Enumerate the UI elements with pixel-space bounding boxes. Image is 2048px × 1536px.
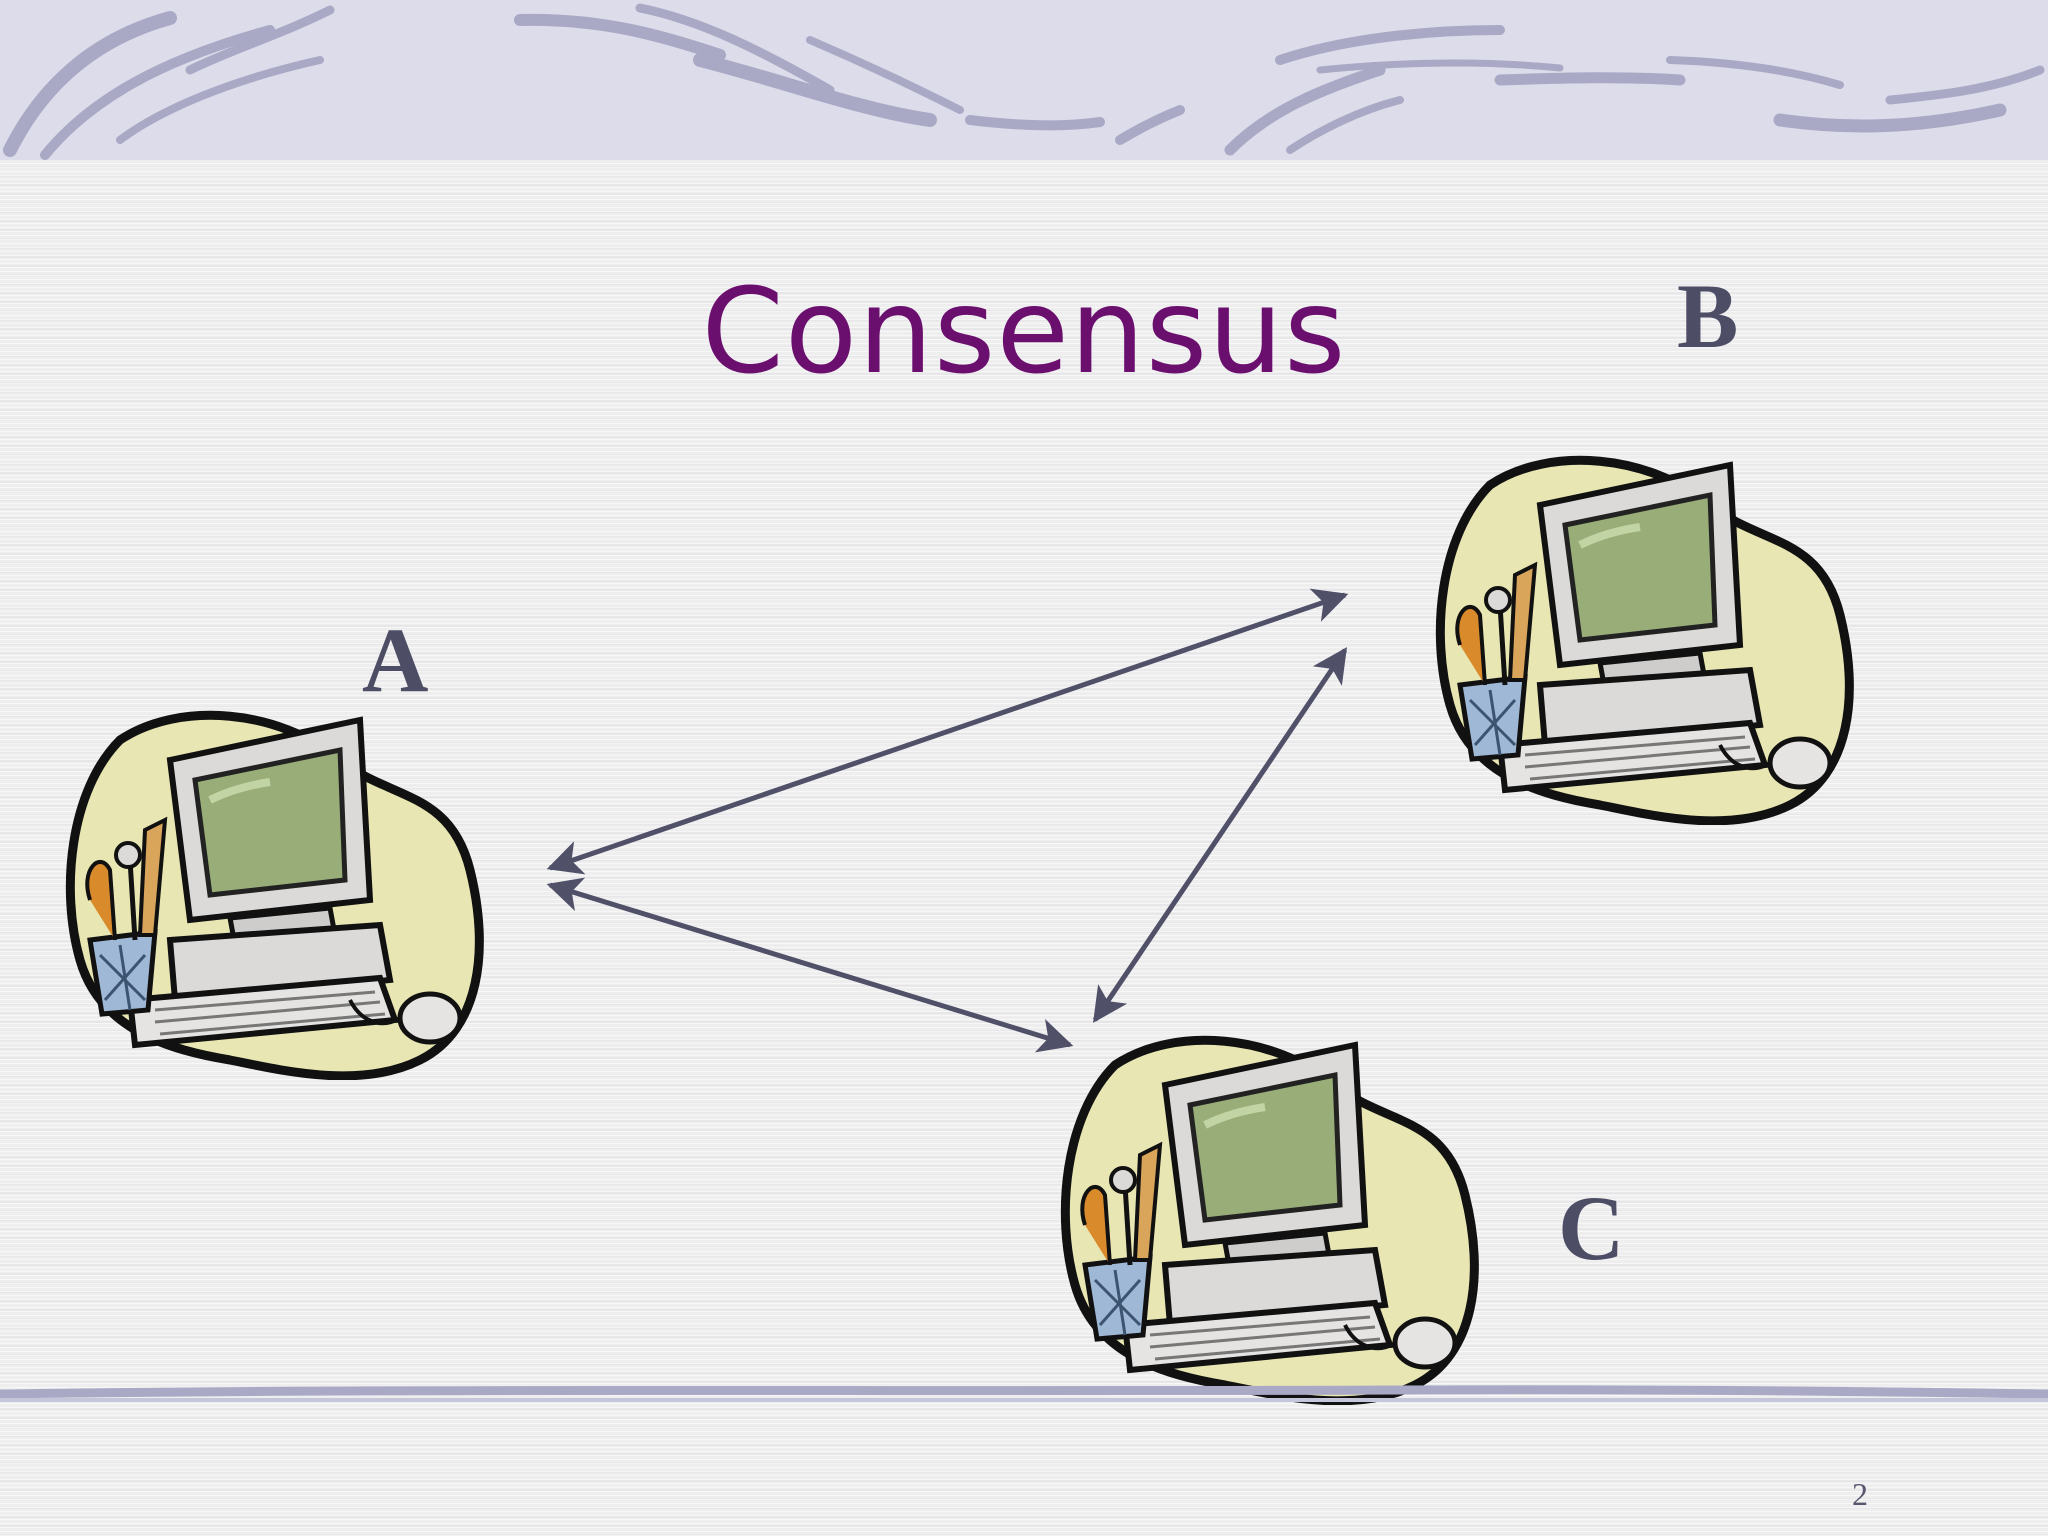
header-band [0,0,2048,160]
edge-a-b [546,588,1349,875]
computer-icon [60,700,500,1080]
edge-a-c [546,877,1074,1053]
footer-rule [0,1385,2048,1402]
page-number: 2 [1852,1476,1868,1512]
edge-b-c [1092,647,1348,1023]
slide-title: Consensus [701,262,1347,400]
computer-icon [1430,445,1870,825]
node-label-b: B [1677,265,1739,367]
node-label-c: C [1558,1177,1625,1279]
computer-icon [1055,1025,1495,1405]
node-label-a: A [362,609,429,711]
